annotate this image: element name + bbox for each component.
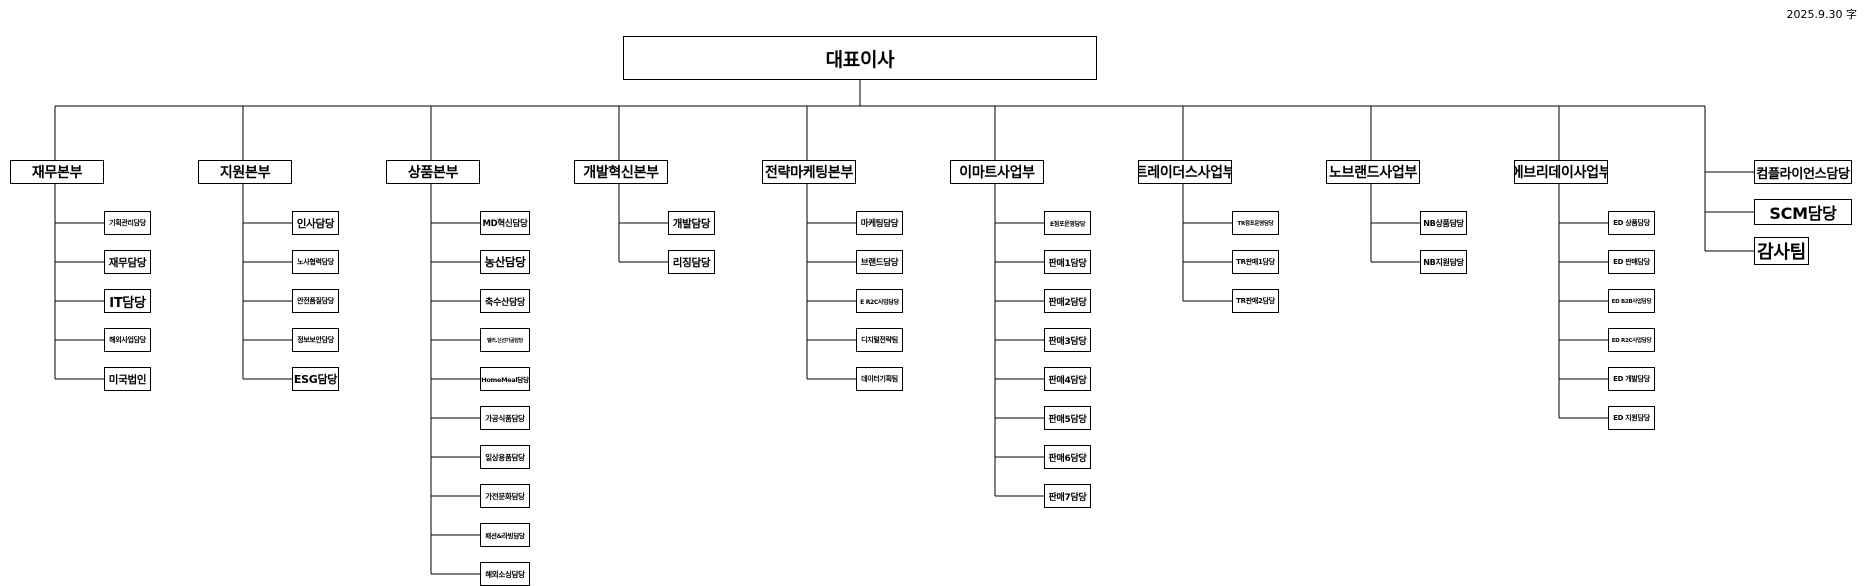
team-box: TR점포운영담당 — [1232, 211, 1279, 235]
division-box: 에브리데이사업부 — [1514, 160, 1608, 184]
team-box: ED 상품담당 — [1608, 211, 1655, 235]
team-box: 판매6담당 — [1044, 445, 1091, 469]
team-box: 판매4담당 — [1044, 367, 1091, 391]
team-box: ED 판매담당 — [1608, 250, 1655, 274]
team-box: MD혁신담당 — [480, 211, 530, 235]
team-box: ESG담당 — [292, 367, 339, 391]
division-box: 재무본부 — [10, 160, 104, 184]
division-box: 개발혁신본부 — [574, 160, 668, 184]
division-box: 노브랜드사업부 — [1326, 160, 1420, 184]
team-box: NB상품담당 — [1420, 211, 1467, 235]
team-box: 안전품질담당 — [292, 289, 339, 313]
team-box: 마케팅담당 — [856, 211, 903, 235]
team-box: 개발담당 — [668, 211, 715, 235]
team-box: 패션&라빙담당 — [480, 523, 530, 547]
team-box: 해외소싱담당 — [480, 562, 530, 586]
team-box: 가공식품담당 — [480, 406, 530, 430]
chart-date: 2025.9.30 字 — [1786, 8, 1857, 21]
team-box: 판매7담당 — [1044, 484, 1091, 508]
team-box: TR판매1담당 — [1232, 250, 1279, 274]
division-box: 전략마케팅본부 — [762, 160, 856, 184]
team-box: ED 개발담당 — [1608, 367, 1655, 391]
team-box: 디지털전략팀 — [856, 328, 903, 352]
team-box: 인사담당 — [292, 211, 339, 235]
team-box: 판매3담당 — [1044, 328, 1091, 352]
team-box: IT담당 — [104, 289, 151, 313]
team-box: ED R2C사업담당 — [1608, 328, 1655, 352]
team-box: 노사협력담당 — [292, 250, 339, 274]
direct-report-box: 컴플라이언스담당 — [1754, 160, 1852, 184]
team-box: ED B2B사업담당 — [1608, 289, 1655, 313]
division-box: 상품본부 — [386, 160, 480, 184]
team-box: 델리.신선가공담당 — [480, 328, 530, 352]
team-box: 브랜드담당 — [856, 250, 903, 274]
team-box: E점포운영담당 — [1044, 211, 1091, 235]
team-box: TR판매2담당 — [1232, 289, 1279, 313]
team-box: HomeMeal담당 — [480, 367, 530, 391]
team-box: 가전문화담당 — [480, 484, 530, 508]
team-box: 농산담당 — [480, 250, 530, 274]
division-box: 지원본부 — [198, 160, 292, 184]
team-box: 재무담당 — [104, 250, 151, 274]
direct-report-box: 감사팀 — [1754, 237, 1809, 265]
team-box: E R2C사업담당 — [856, 289, 903, 313]
team-box: NB지원담당 — [1420, 250, 1467, 274]
division-box: 트레이더스사업부 — [1138, 160, 1232, 184]
team-box: 리징담당 — [668, 250, 715, 274]
ceo-box: 대표이사 — [623, 36, 1097, 80]
team-box: ED 지원담당 — [1608, 406, 1655, 430]
team-box: 축수산담당 — [480, 289, 530, 313]
team-box: 기획관리담당 — [104, 211, 151, 235]
division-box: 이마트사업부 — [950, 160, 1044, 184]
team-box: 판매2담당 — [1044, 289, 1091, 313]
team-box: 데이터기획팀 — [856, 367, 903, 391]
direct-report-box: SCM담당 — [1754, 199, 1852, 225]
team-box: 일상용품담당 — [480, 445, 530, 469]
team-box: 미국법인 — [104, 367, 151, 391]
team-box: 판매5담당 — [1044, 406, 1091, 430]
team-box: 정보보안담당 — [292, 328, 339, 352]
team-box: 판매1담당 — [1044, 250, 1091, 274]
team-box: 해외사업담당 — [104, 328, 151, 352]
